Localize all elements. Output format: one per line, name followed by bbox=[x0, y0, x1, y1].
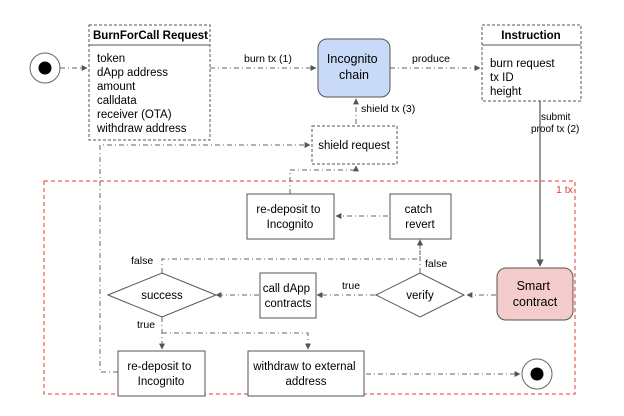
incognito-chain-node: Incognito chain bbox=[317, 38, 391, 98]
withdraw-external-node: withdraw to external address bbox=[247, 350, 365, 397]
burn-request-field: receiver (OTA) bbox=[97, 109, 172, 121]
instruction-title: Instruction bbox=[501, 30, 560, 42]
burn-request-field: amount bbox=[97, 81, 136, 93]
edge-label-success-true: true bbox=[137, 319, 155, 331]
edge-label-verify-false: false bbox=[425, 258, 447, 270]
edge-label-produce: produce bbox=[412, 53, 450, 65]
burn-request-field: token bbox=[97, 53, 125, 65]
edge-redeposit-bottom-to-shield bbox=[99, 142, 311, 373]
svg-text:re-deposit to Incognito: re-deposit to Incognito bbox=[256, 204, 323, 231]
end-node bbox=[521, 358, 553, 390]
incognito-line2: chain bbox=[339, 68, 369, 82]
call-dapp-line1: call dApp bbox=[263, 283, 310, 295]
svg-text:catch revert: catch revert bbox=[405, 204, 436, 231]
edge-label-verify-true: true bbox=[342, 280, 360, 292]
burn-request-field: calldata bbox=[97, 95, 137, 107]
redeposit-top-line2: Incognito bbox=[267, 219, 314, 231]
svg-text:re-deposit to Incognito: re-deposit to Incognito bbox=[127, 361, 194, 388]
withdraw-line2: address bbox=[286, 376, 327, 388]
burn-request-field: withdraw address bbox=[96, 123, 187, 135]
edge-label-success-false: false bbox=[131, 255, 153, 267]
incognito-line1: Incognito bbox=[327, 52, 378, 66]
redeposit-bottom-node: re-deposit to Incognito bbox=[117, 350, 206, 397]
call-dapp-line2: contracts bbox=[265, 298, 312, 310]
redeposit-bottom-line1: re-deposit to bbox=[127, 361, 191, 373]
burn-request-field: dApp address bbox=[97, 67, 168, 79]
smart-contract-line2: contract bbox=[513, 295, 558, 309]
shield-request-label: shield request bbox=[318, 140, 390, 152]
edge-label-submit: submit bbox=[541, 112, 571, 123]
instruction-field: height bbox=[490, 86, 522, 98]
catch-revert-node: catch revert bbox=[389, 193, 452, 240]
svg-text:Incognito chain: Incognito chain bbox=[327, 52, 381, 82]
svg-text:Smart contract: Smart contract bbox=[513, 279, 558, 309]
burn-request-fields: token dApp address amount calldata recei… bbox=[96, 53, 187, 135]
withdraw-line1: withdraw to external bbox=[252, 361, 355, 373]
catch-revert-line1: catch bbox=[405, 204, 433, 216]
start-node bbox=[29, 52, 61, 84]
verify-decision: verify bbox=[374, 272, 466, 318]
smart-contract-node: Smart contract bbox=[496, 267, 574, 321]
edge-redeposit-top-to-shield bbox=[289, 165, 359, 194]
success-decision: success bbox=[106, 272, 218, 318]
instruction-box: Instruction burn request tx ID height bbox=[481, 24, 582, 102]
redeposit-top-node: re-deposit to Incognito bbox=[246, 193, 335, 240]
instruction-field: tx ID bbox=[490, 72, 514, 84]
smart-contract-line1: Smart bbox=[517, 279, 551, 293]
redeposit-top-line1: re-deposit to bbox=[256, 204, 320, 216]
catch-revert-line2: revert bbox=[405, 219, 435, 231]
burn-request-box: BurnForCall Request token dApp address a… bbox=[88, 24, 211, 141]
edge-label-proof-tx: proof tx (2) bbox=[531, 124, 579, 135]
svg-text:withdraw to external add: withdraw to external address bbox=[252, 361, 358, 388]
transaction-region-label: 1 tx bbox=[556, 184, 574, 196]
edge-success-false bbox=[161, 239, 423, 273]
edge-label-shield-tx: shield tx (3) bbox=[361, 103, 415, 115]
verify-label: verify bbox=[406, 290, 434, 302]
shield-request-node: shield request bbox=[311, 125, 398, 165]
call-dapp-node: call dApp contracts bbox=[259, 272, 317, 319]
instruction-field: burn request bbox=[490, 58, 555, 70]
redeposit-bottom-line2: Incognito bbox=[138, 376, 185, 388]
edge-success-to-withdraw bbox=[162, 332, 311, 350]
burn-request-title: BurnForCall Request bbox=[93, 30, 208, 42]
edge-label-burn-tx: burn tx (1) bbox=[244, 53, 292, 65]
instruction-fields: burn request tx ID height bbox=[490, 58, 558, 98]
svg-text:call dApp contracts: call dApp contracts bbox=[263, 283, 314, 310]
success-label: success bbox=[141, 290, 183, 302]
